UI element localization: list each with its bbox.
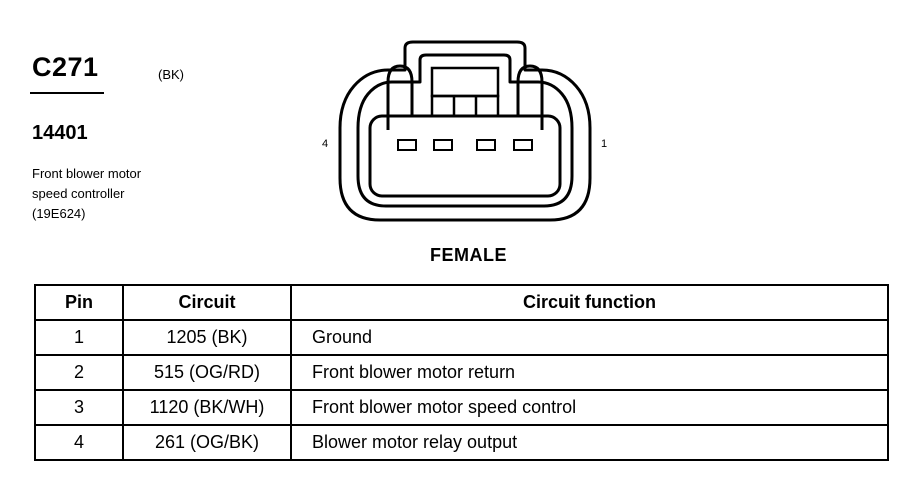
header-circuit-function: Circuit function [290,284,889,321]
cell-pin: 1 [34,319,124,356]
part-number: 14401 [32,122,88,144]
cell-circuit: 1120 (BK/WH) [122,389,292,426]
connector-gender: FEMALE [430,245,507,265]
table-row: 3 1120 (BK/WH) Front blower motor speed … [34,389,889,426]
table-row: 2 515 (OG/RD) Front blower motor return [34,354,889,391]
cell-circuit-function: Ground [290,319,889,356]
cell-circuit-function: Blower motor relay output [290,424,889,461]
cell-pin: 2 [34,354,124,391]
pin-label-left: 4 [322,138,329,150]
connector-inner-wall [356,53,574,208]
description-line-2: speed controller [32,186,125,201]
connector-id: C271 [32,52,99,82]
header-pin: Pin [34,284,124,321]
description-line-1: Front blower motor [32,166,142,181]
terminal-cavity-1 [513,139,533,151]
pin-cavity-body [368,114,562,198]
table-header-row: Pin Circuit Circuit function [34,284,889,321]
terminal-cavity-2 [476,139,496,151]
keying-block-top [430,66,500,98]
cell-pin: 3 [34,389,124,426]
connector-face-diagram [338,40,592,222]
table-row: 4 261 (OG/BK) Blower motor relay output [34,424,889,461]
keying-block-bottom [430,94,500,118]
description-line-3: (19E624) [32,206,86,221]
cell-circuit-function: Front blower motor return [290,354,889,391]
pinout-table: Pin Circuit Circuit function 1 1205 (BK)… [34,284,889,461]
terminal-cavity-4 [397,139,417,151]
connector-color: (BK) [158,67,184,82]
latch-ear-left [386,64,414,130]
pin-label-right: 1 [601,138,608,150]
cell-circuit: 261 (OG/BK) [122,424,292,461]
cell-circuit-function: Front blower motor speed control [290,389,889,426]
terminal-cavity-3 [433,139,453,151]
connector-id-underline [30,92,104,94]
table-row: 1 1205 (BK) Ground [34,319,889,356]
cell-pin: 4 [34,424,124,461]
header-circuit: Circuit [122,284,292,321]
cell-circuit: 515 (OG/RD) [122,354,292,391]
connector-outer-housing [338,40,592,222]
latch-ear-right [516,64,544,130]
cell-circuit: 1205 (BK) [122,319,292,356]
